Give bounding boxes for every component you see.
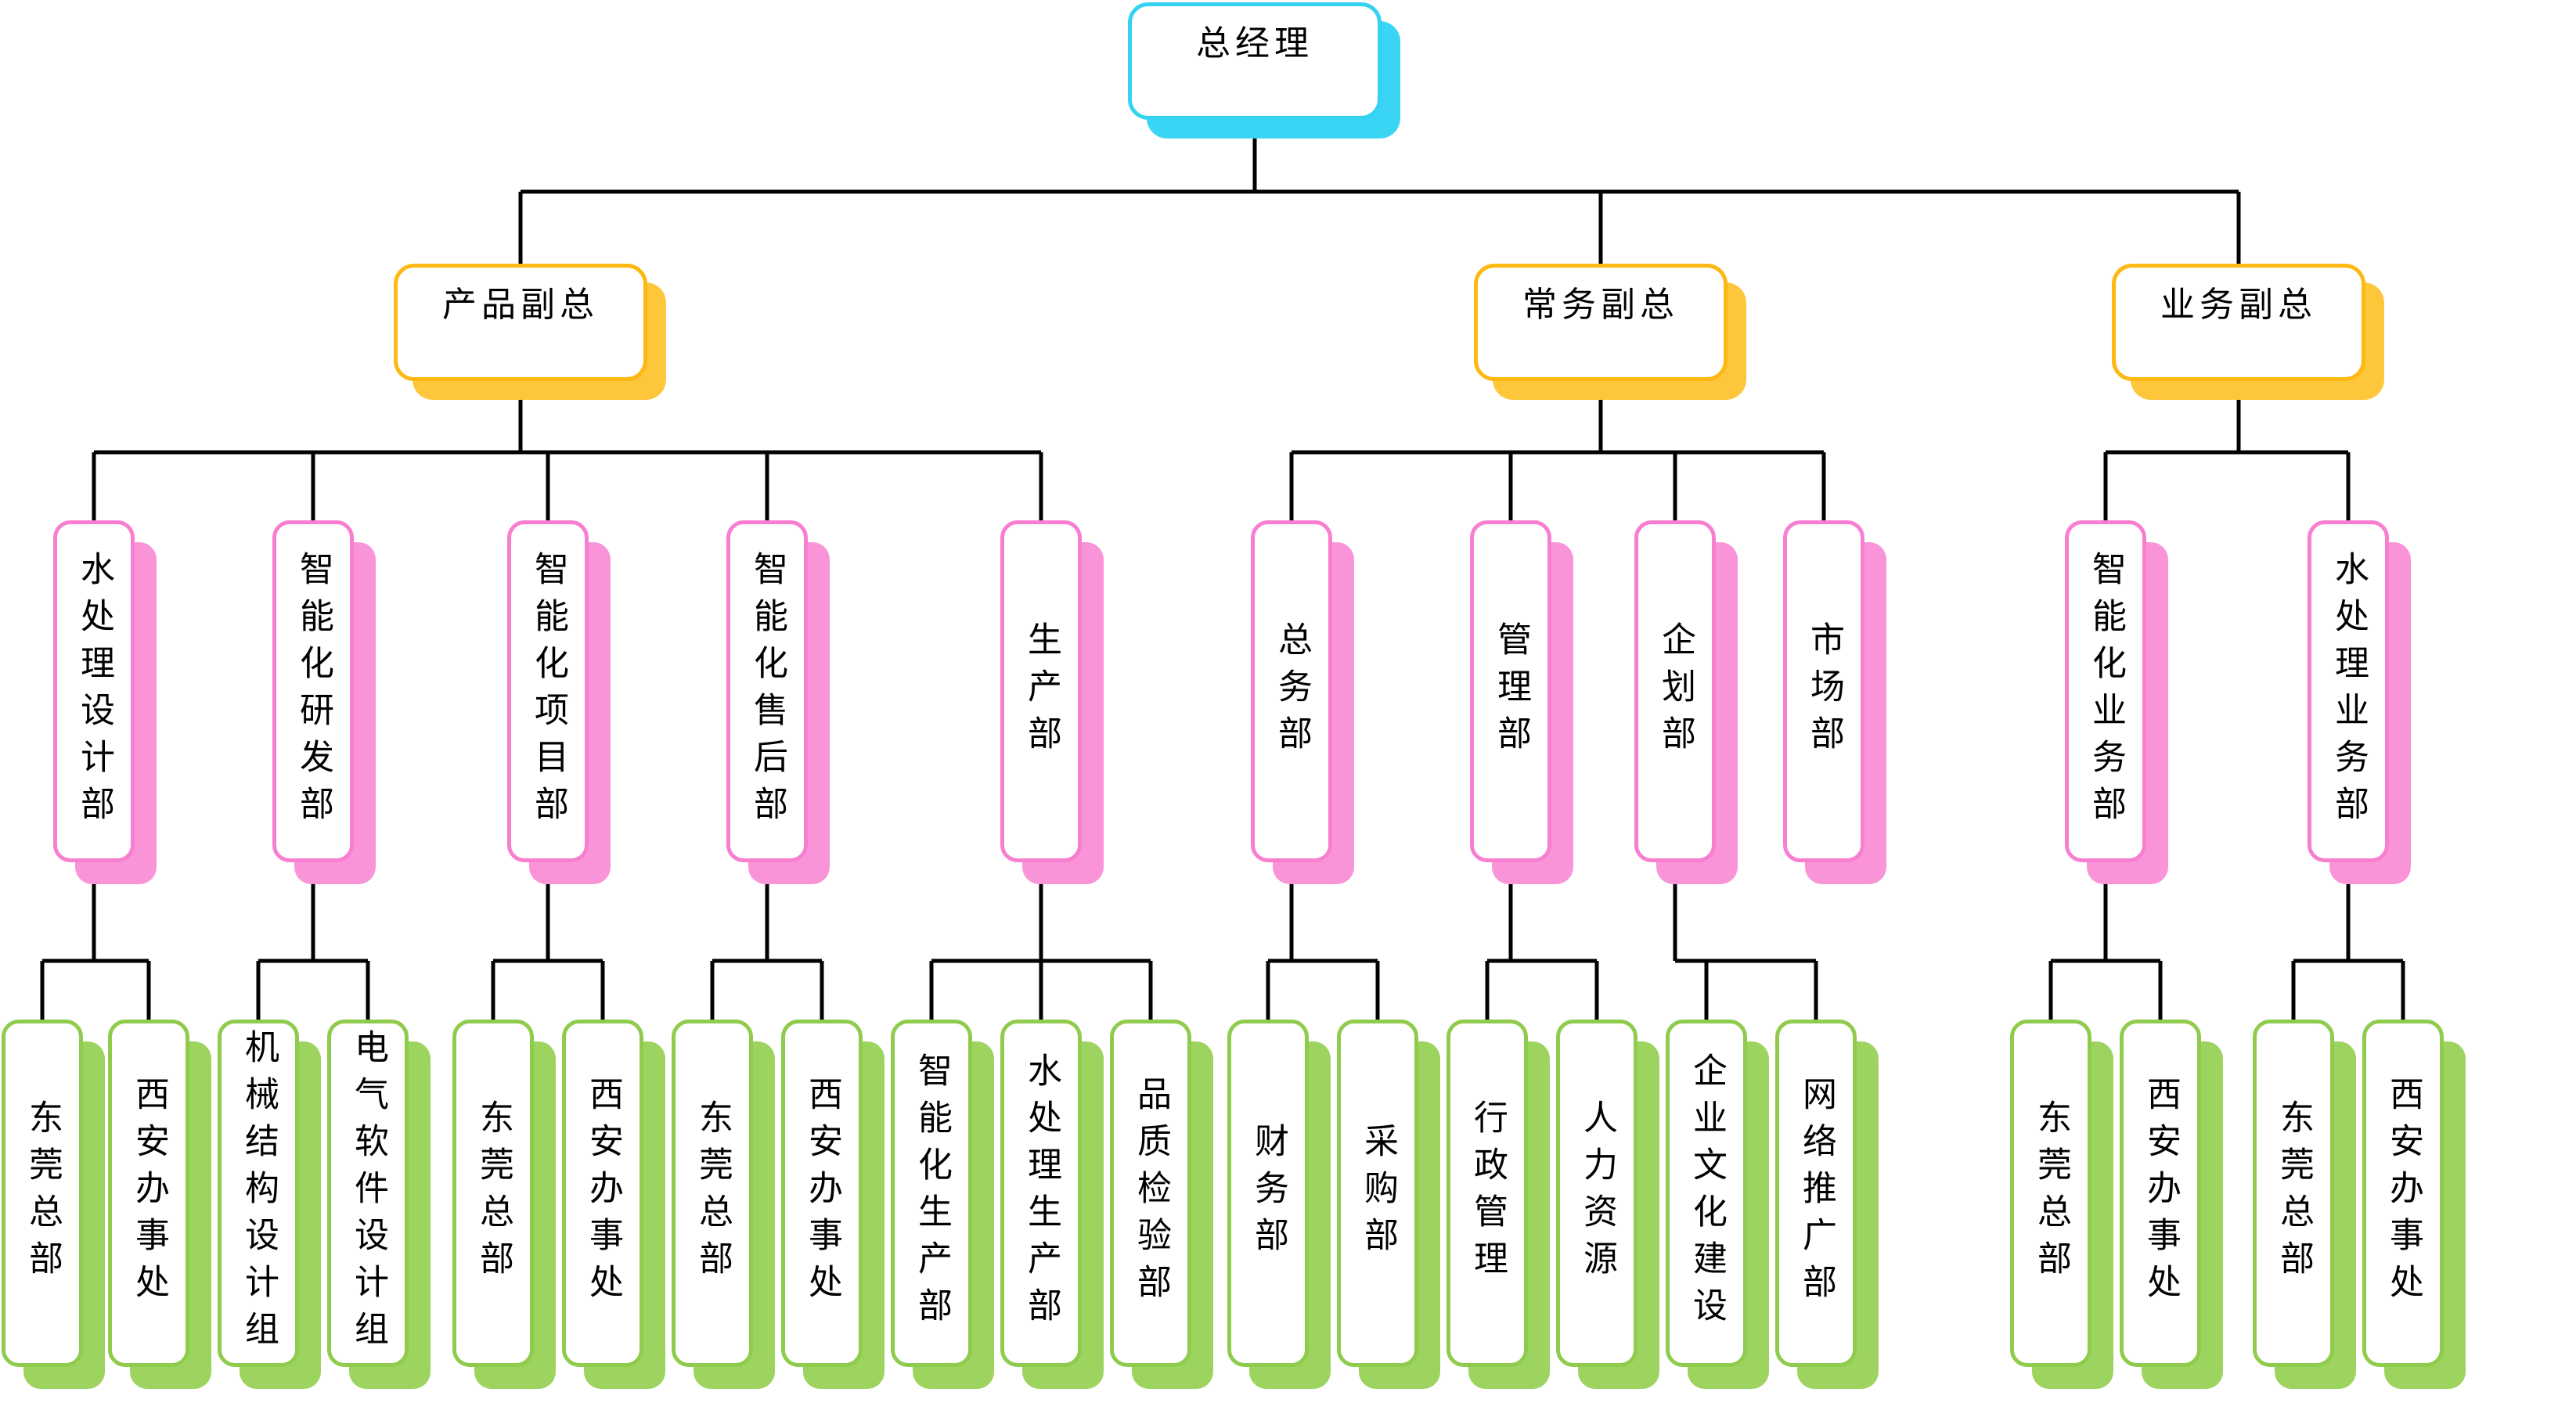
- node-label: 智能化业务部: [2087, 550, 2125, 833]
- node-label: 市场部: [1805, 620, 1843, 762]
- org-node-corporate-culture: 企业文化建设: [1666, 1020, 1747, 1367]
- org-node-admin-management: 行政管理: [1447, 1020, 1528, 1367]
- node-label: 水处理业务部: [2329, 550, 2368, 833]
- node-label: 智能化项目部: [529, 550, 567, 833]
- node-label: 企划部: [1656, 620, 1695, 762]
- node-label: 网络推广部: [1797, 1076, 1836, 1311]
- org-node-mechanical-structure-design-team: 机械结构设计组: [218, 1020, 299, 1367]
- org-node-quality-inspection-dept: 品质检验部: [1110, 1020, 1191, 1367]
- org-node-xian-office-1: 西安办事处: [108, 1020, 189, 1367]
- org-node-business-vp: 业务副总: [2112, 264, 2365, 381]
- org-node-water-treatment-design-dept: 水处理设计部: [53, 520, 135, 862]
- node-label: 东莞总部: [474, 1099, 513, 1287]
- org-node-planning-dept: 企划部: [1634, 520, 1716, 862]
- org-node-xian-office-2: 西安办事处: [562, 1020, 643, 1367]
- org-node-market-dept: 市场部: [1783, 520, 1864, 862]
- node-label: 业务副总: [2160, 286, 2317, 324]
- node-label: 西安办事处: [130, 1076, 168, 1311]
- node-label: 财务部: [1249, 1123, 1288, 1264]
- node-label: 管理部: [1492, 620, 1530, 762]
- node-label: 西安办事处: [584, 1076, 622, 1311]
- org-node-dongguan-hq-3: 东莞总部: [672, 1020, 753, 1367]
- org-node-intelligent-rd-dept: 智能化研发部: [272, 520, 354, 862]
- node-label: 东莞总部: [694, 1099, 732, 1287]
- org-node-electrical-software-design-team: 电气软件设计组: [327, 1020, 409, 1367]
- node-label: 机械结构设计组: [240, 1029, 278, 1358]
- org-node-purchasing-dept: 采购部: [1337, 1020, 1418, 1367]
- org-node-intelligent-production-dept: 智能化生产部: [891, 1020, 972, 1367]
- node-label: 行政管理: [1468, 1099, 1507, 1287]
- org-node-dongguan-hq-1: 东莞总部: [2, 1020, 83, 1367]
- node-label: 水处理设计部: [75, 550, 113, 833]
- node-label: 总务部: [1273, 620, 1311, 762]
- org-node-xian-office-3: 西安办事处: [781, 1020, 863, 1367]
- node-label: 东莞总部: [23, 1099, 62, 1287]
- node-label: 产品副总: [442, 286, 599, 324]
- node-label: 品质检验部: [1132, 1076, 1170, 1311]
- org-node-general-manager: 总经理: [1128, 2, 1382, 120]
- org-node-product-vp: 产品副总: [394, 264, 647, 381]
- org-node-dongguan-hq-5: 东莞总部: [2253, 1020, 2334, 1367]
- node-label: 电气软件设计组: [349, 1029, 387, 1358]
- org-node-network-promotion-dept: 网络推广部: [1775, 1020, 1857, 1367]
- org-node-human-resources: 人力资源: [1556, 1020, 1637, 1367]
- node-label: 东莞总部: [2275, 1099, 2313, 1287]
- org-node-executive-vp: 常务副总: [1474, 264, 1728, 381]
- node-label: 总经理: [1196, 24, 1313, 63]
- org-node-water-treatment-business-dept: 水处理业务部: [2308, 520, 2389, 862]
- node-label: 东莞总部: [2032, 1099, 2070, 1287]
- node-label: 智能化售后部: [748, 550, 787, 833]
- org-node-intelligent-project-dept: 智能化项目部: [507, 520, 589, 862]
- org-node-intelligent-business-dept: 智能化业务部: [2065, 520, 2146, 862]
- node-label: 水处理生产部: [1022, 1052, 1061, 1334]
- org-node-dongguan-hq-2: 东莞总部: [452, 1020, 534, 1367]
- org-node-water-treatment-production-dept: 水处理生产部: [1000, 1020, 1082, 1367]
- node-label: 采购部: [1359, 1123, 1397, 1264]
- node-label: 人力资源: [1578, 1099, 1616, 1287]
- node-label: 智能化研发部: [294, 550, 333, 833]
- node-label: 常务副总: [1522, 286, 1679, 324]
- node-label: 西安办事处: [2142, 1076, 2180, 1311]
- node-label: 西安办事处: [803, 1076, 841, 1311]
- org-node-xian-office-4: 西安办事处: [2120, 1020, 2201, 1367]
- org-node-intelligent-aftersales-dept: 智能化售后部: [726, 520, 808, 862]
- node-label: 生产部: [1022, 620, 1061, 762]
- org-node-finance-dept: 财务部: [1227, 1020, 1309, 1367]
- node-label: 企业文化建设: [1688, 1052, 1726, 1334]
- node-label: 西安办事处: [2384, 1076, 2423, 1311]
- org-node-management-dept: 管理部: [1470, 520, 1551, 862]
- org-node-production-dept: 生产部: [1000, 520, 1082, 862]
- org-node-general-affairs-dept: 总务部: [1251, 520, 1332, 862]
- org-node-xian-office-5: 西安办事处: [2362, 1020, 2444, 1367]
- org-node-dongguan-hq-4: 东莞总部: [2010, 1020, 2091, 1367]
- node-label: 智能化生产部: [913, 1052, 951, 1334]
